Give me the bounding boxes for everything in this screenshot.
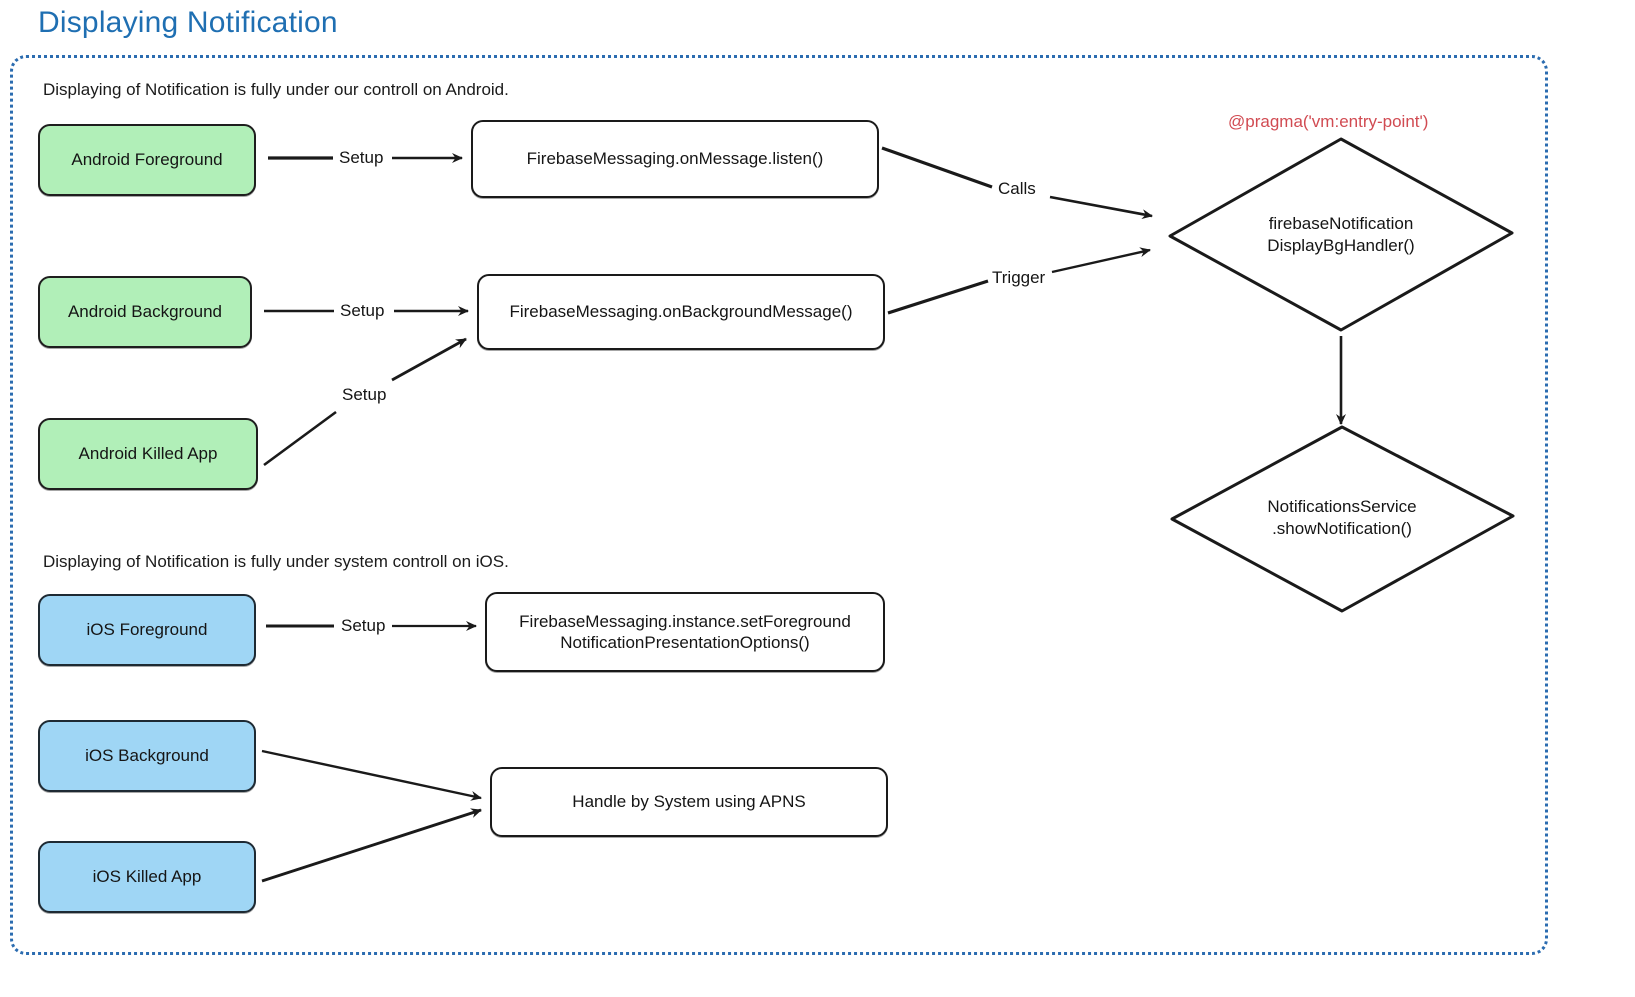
node-ios-foreground[interactable]: iOS Foreground	[38, 594, 256, 666]
node-handle-by-system-using-apns[interactable]: Handle by System using APNS	[490, 767, 888, 837]
edge-label-setup-android-killed: Setup	[339, 385, 390, 405]
edge-label-calls: Calls	[995, 179, 1039, 199]
pragma-annotation-label: @pragma('vm:entry-point')	[1228, 112, 1429, 131]
android-section-note: Displaying of Notification is fully unde…	[43, 80, 509, 99]
node-firebasemessaging-onbackgroundmessage[interactable]: FirebaseMessaging.onBackgroundMessage()	[477, 274, 885, 350]
edge-label-trigger: Trigger	[989, 268, 1049, 288]
node-ios-killed-app[interactable]: iOS Killed App	[38, 841, 256, 913]
edge-label-setup-android-background: Setup	[337, 301, 388, 321]
node-set-foreground-notification-presentation-options[interactable]: FirebaseMessaging.instance.setForeground…	[485, 592, 885, 672]
edge-label-setup-ios-foreground: Setup	[338, 616, 389, 636]
node-firebasemessaging-onmessage-listen[interactable]: FirebaseMessaging.onMessage.listen()	[471, 120, 879, 198]
node-android-foreground[interactable]: Android Foreground	[38, 124, 256, 196]
page-title: Displaying Notification	[38, 6, 338, 39]
ios-section-note: Displaying of Notification is fully unde…	[43, 552, 509, 571]
node-android-killed-app[interactable]: Android Killed App	[38, 418, 258, 490]
edge-label-setup-android-foreground: Setup	[336, 148, 387, 168]
node-android-background[interactable]: Android Background	[38, 276, 252, 348]
node-ios-background[interactable]: iOS Background	[38, 720, 256, 792]
